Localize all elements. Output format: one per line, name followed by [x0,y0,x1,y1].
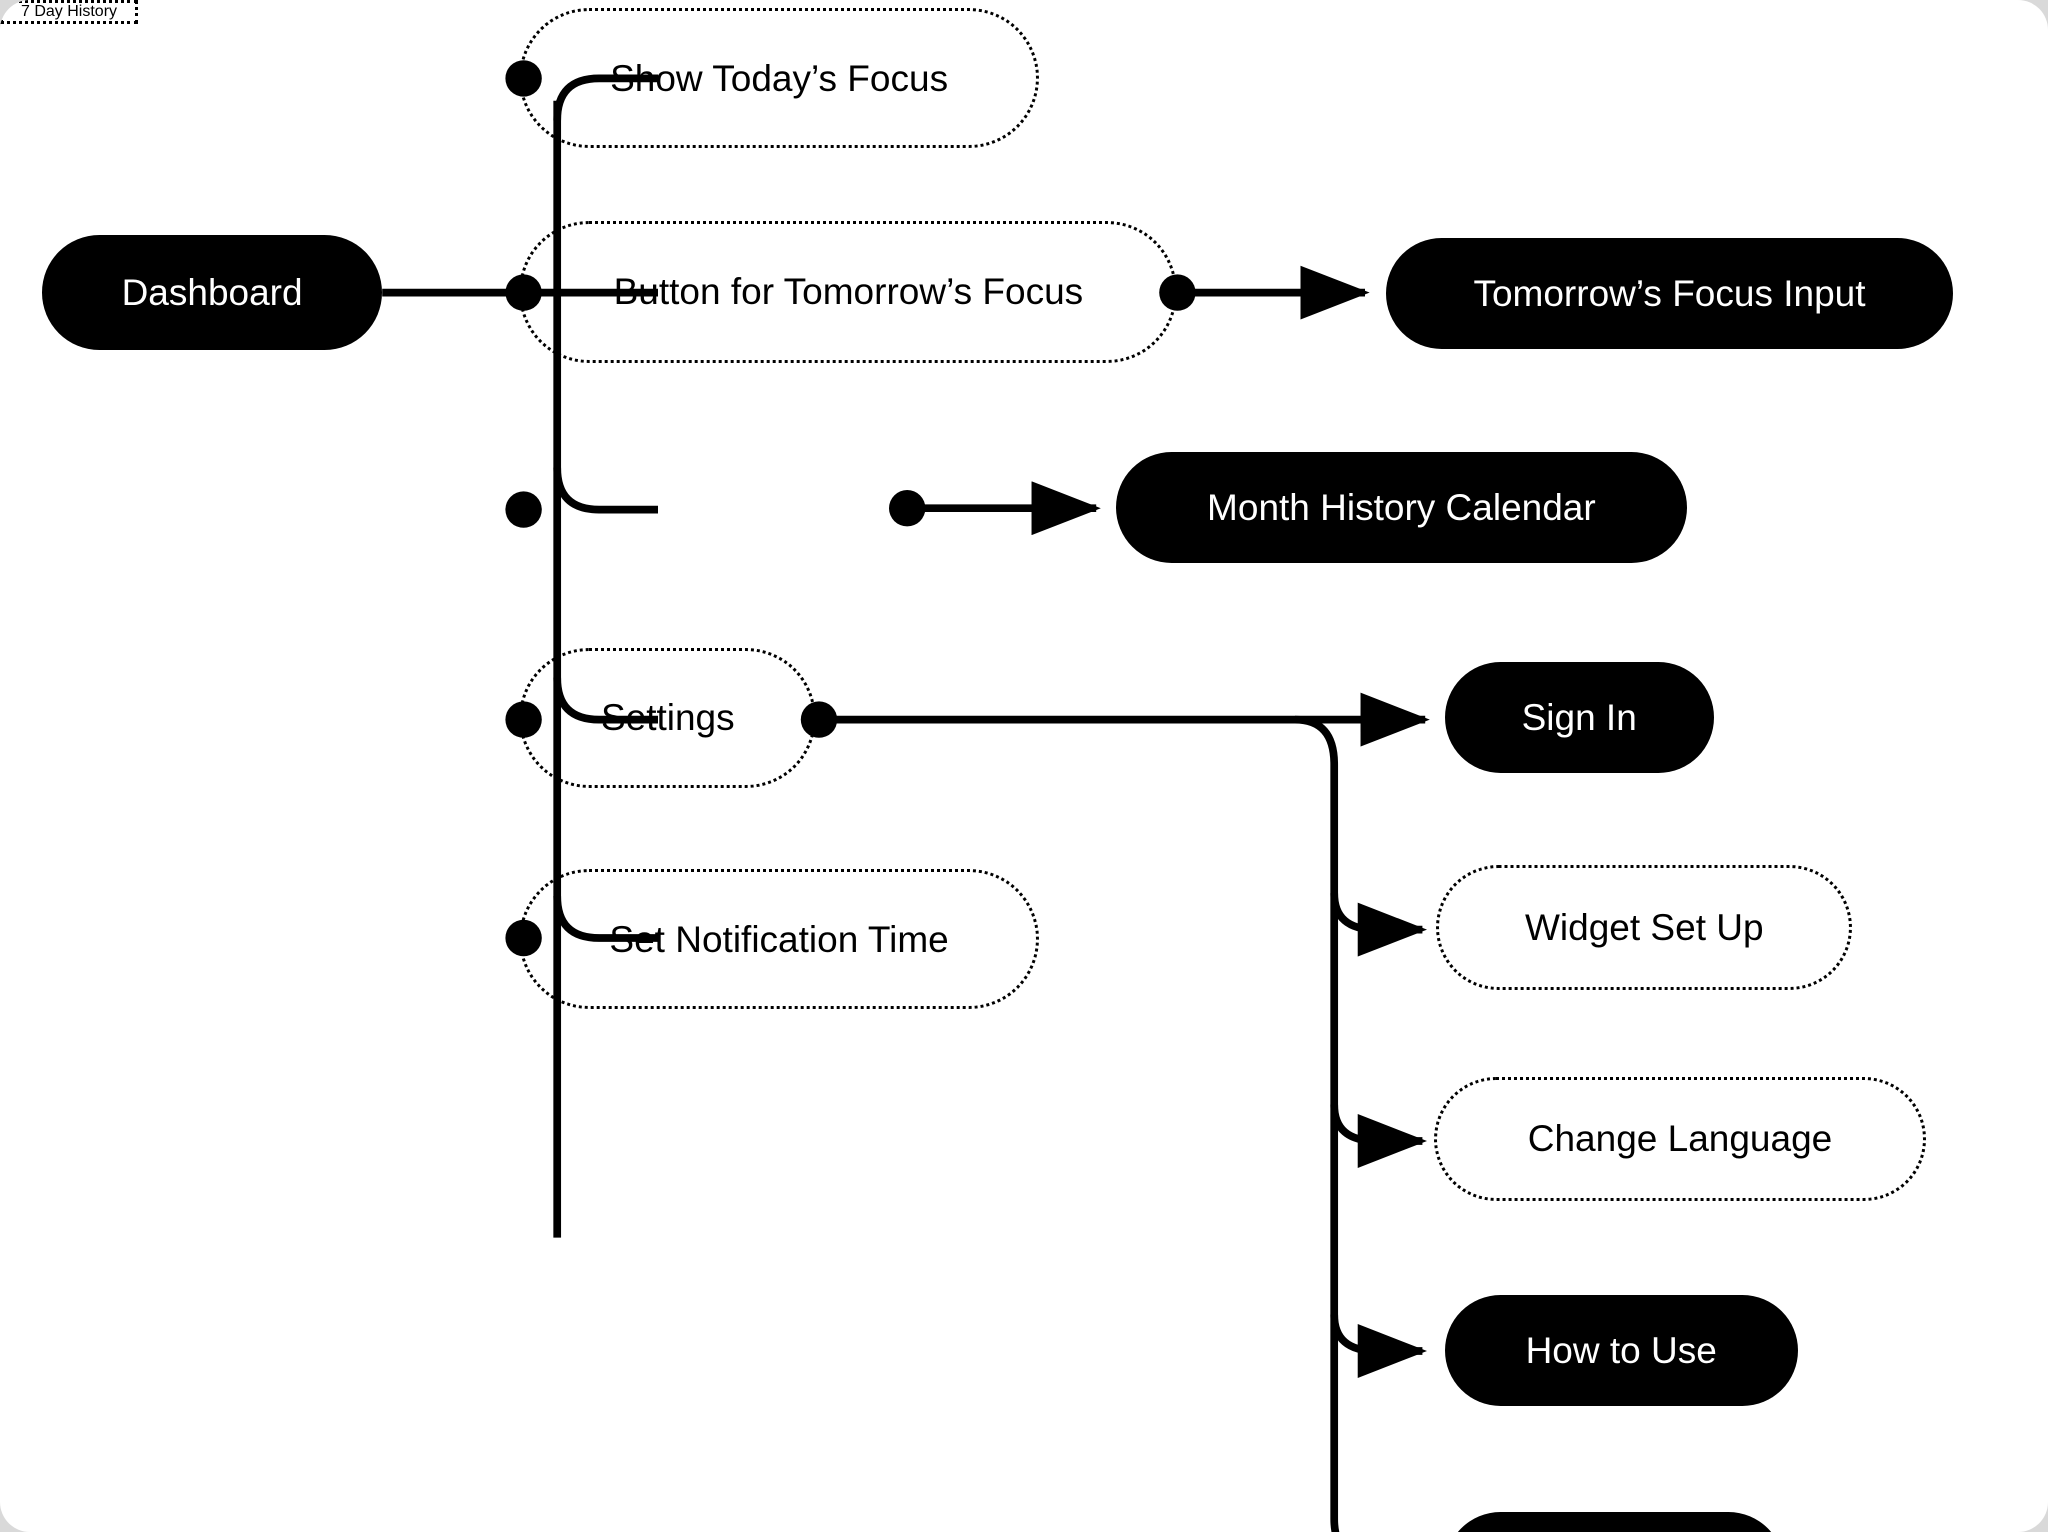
dot-7-day-history-out [889,489,926,527]
node-settings[interactable]: Settings [519,648,817,789]
node-change-language-label: Change Language [1527,1118,1833,1160]
node-widget-set-up[interactable]: Widget Set Up [1436,865,1853,990]
node-about-app[interactable]: About App [1444,1512,1784,1532]
edge-settings-widget-set-up [1330,893,1428,957]
node-how-to-use-label: How to Use [1525,1329,1717,1371]
dot-7-day-history [505,491,542,528]
node-sign-in[interactable]: Sign In [1444,662,1714,773]
node-show-todays-focus[interactable]: Show Today’s Focus [519,8,1039,149]
node-7-day-history[interactable]: 7 Day History [0,0,139,24]
edge-settings-how-to-use [1330,1314,1428,1378]
node-month-history-calendar-label: Month History Calendar [1207,486,1596,528]
node-button-tomorrows-focus-label: Button for Tomorrow’s Focus [613,271,1084,313]
node-set-notification-time[interactable]: Set Notification Time [519,869,1039,1010]
node-set-notification-time-label: Set Notification Time [609,918,949,960]
node-button-tomorrows-focus[interactable]: Button for Tomorrow’s Focus [519,221,1178,363]
node-tomorrows-focus-input[interactable]: Tomorrow’s Focus Input [1386,238,1953,349]
node-how-to-use[interactable]: How to Use [1444,1295,1798,1406]
node-7-day-history-label: 7 Day History [21,3,118,20]
node-sign-in-label: Sign In [1521,696,1637,738]
edge-settings-change-language [1330,1104,1428,1168]
node-dashboard-label: Dashboard [121,271,303,313]
node-widget-set-up-label: Widget Set Up [1525,906,1764,948]
node-dashboard[interactable]: Dashboard [42,235,383,350]
connector-dots [505,60,1196,957]
node-show-todays-focus-label: Show Today’s Focus [610,57,949,99]
node-tomorrows-focus-input-label: Tomorrow’s Focus Input [1473,272,1866,314]
node-change-language[interactable]: Change Language [1433,1076,1927,1202]
node-month-history-calendar[interactable]: Month History Calendar [1115,452,1687,563]
node-settings-label: Settings [600,697,735,739]
edge-settings-about-app [1294,715,1340,1532]
edge-dashboard-7-day-history [553,467,658,514]
